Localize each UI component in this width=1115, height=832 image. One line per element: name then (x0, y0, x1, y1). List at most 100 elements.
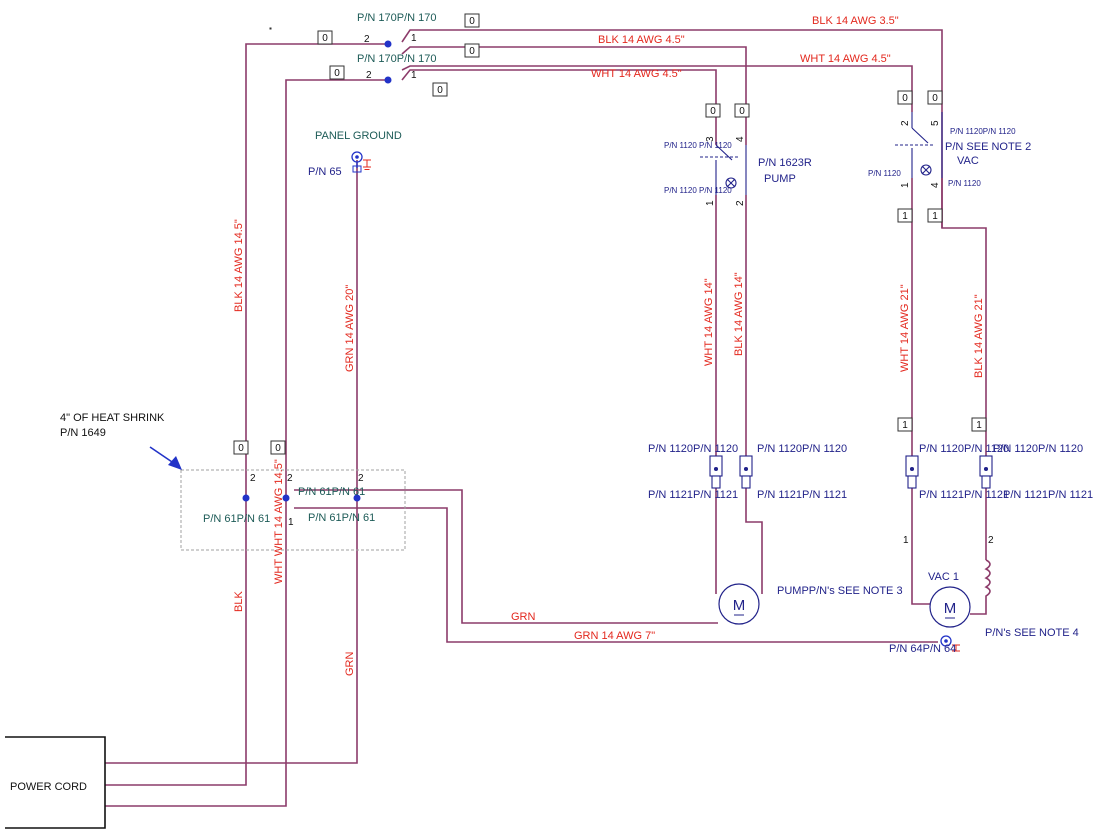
connector-icon (709, 455, 723, 489)
box-label: 1 (976, 420, 982, 431)
power-cord: POWER CORD (5, 736, 106, 829)
wires (105, 29, 987, 807)
wire-label: BLK 14 AWG 21" (973, 294, 985, 378)
box-label: 1 (902, 420, 908, 431)
node (384, 76, 392, 84)
wire-label: GRN 14 AWG 20" (344, 285, 356, 372)
part-label: P/N 1121P/N 1121 (1003, 489, 1093, 501)
wire-label: GRN (511, 611, 536, 623)
terminal-box: 0 (329, 65, 345, 80)
pin-number: 2 (735, 200, 746, 206)
pin-number: 2 (358, 473, 364, 484)
box-label: 0 (275, 443, 281, 454)
part-label: P/N 1120 P/N 1120 (664, 186, 732, 195)
pin-number: 1 (411, 70, 417, 81)
box-label: 1 (932, 211, 938, 222)
pin-number: 1 (411, 33, 417, 44)
part-label: P/N 1120 P/N 1120 (664, 141, 732, 150)
wire-label: BLK 14 AWG 4.5" (598, 34, 685, 46)
part-label: P/N 1649 (60, 427, 106, 439)
pin-number: 3 (705, 136, 716, 142)
terminal-box: 1 (897, 417, 913, 432)
pin-number: 2 (250, 473, 256, 484)
terminal-box: 1 (927, 208, 943, 223)
part-label: P/N 1121P/N 1121 (648, 489, 738, 501)
part-label: VAC 1 (928, 571, 959, 583)
terminal-box: 1 (897, 208, 913, 223)
terminal-box: 0 (432, 82, 448, 97)
node (353, 494, 361, 502)
pin-number: 2 (366, 70, 372, 81)
box-label: 0 (739, 106, 745, 117)
wire-label: WHT 14 AWG 14" (703, 278, 715, 366)
pin-number: 1 (903, 535, 909, 546)
wire-wht-4-5-pump (401, 69, 717, 145)
node (384, 40, 392, 48)
vac-motor-icon: M (929, 586, 971, 628)
box-label: 0 (902, 93, 908, 104)
part-label: P/N 1623R (758, 157, 812, 169)
terminal-box: 0 (233, 440, 249, 455)
box-label: 0 (437, 85, 443, 96)
pin-number: 4 (930, 182, 941, 188)
wire-label: GRN (344, 652, 356, 677)
terminal-boxes: 0 0 0 0 0 0 0 0 0 0 1 1 1 1 0 (233, 13, 987, 455)
wire-label: WHT 14 AWG 4.5" (591, 68, 682, 80)
connector-icon (739, 455, 753, 489)
pin-number: 2 (364, 34, 370, 45)
vac-switch (895, 112, 943, 178)
wire-grn-ground (105, 160, 358, 764)
wire-blk-4-5 (401, 46, 747, 145)
part-label: P/N 1120P/N 1120 (919, 443, 1009, 455)
wire-label: WHT WHT 14 AWG 14.5" (273, 459, 285, 584)
wire-label: WHT 14 AWG 21" (899, 284, 911, 372)
power-cord-label: POWER CORD (10, 781, 87, 793)
part-label: P/N 1121P/N 1121 (919, 489, 1009, 501)
part-label: P/N 1120P/N 1120 (648, 443, 738, 455)
terminal-box: 0 (734, 103, 750, 118)
pin-numbers: 2 1 2 1 3 4 1 2 2 5 1 4 2 2 2 1 1 2 (250, 33, 994, 546)
motor-symbol: M (733, 597, 746, 614)
part-label: PUMP (764, 173, 796, 185)
box-label: 0 (334, 68, 340, 79)
wire-labels: BLK 14 AWG 3.5" BLK 14 AWG 4.5" WHT 14 A… (233, 15, 985, 676)
part-label: P/N 1120 (868, 169, 901, 178)
wire-vac-r (941, 178, 987, 456)
vac-ground-icon (940, 635, 960, 652)
wire-label: BLK 14 AWG 14" (733, 272, 745, 356)
wire-grn-7 (294, 507, 938, 643)
wire-vac-motor-l (911, 488, 930, 605)
part-label: 4" OF HEAT SHRINK (60, 412, 165, 424)
terminal-box: 0 (705, 103, 721, 118)
heat-shrink-arrow-head (168, 456, 182, 470)
wire-pump-motor-r (745, 488, 763, 594)
wire-wht-loop (105, 79, 388, 807)
terminal-box: 0 (317, 30, 333, 45)
terminal-box (269, 27, 272, 30)
pin-number: 4 (735, 136, 746, 142)
terminal-box: 0 (464, 13, 480, 28)
part-label: PANEL GROUND (315, 130, 402, 142)
pin-number: 2 (900, 120, 911, 126)
part-label: P/N 1121P/N 1121 (757, 489, 847, 501)
pump-motor-icon: M (718, 583, 760, 625)
box-label: 0 (238, 443, 244, 454)
part-label: P/N 65 (308, 166, 342, 178)
terminal-box: 0 (897, 90, 913, 105)
connector-icon (979, 455, 993, 489)
part-label: P/N 1120P/N 1120 (993, 443, 1083, 455)
nodes (242, 40, 392, 502)
part-label: P/N 64P/N 64 (889, 643, 956, 655)
part-label: VAC (957, 155, 979, 167)
terminal-box: 0 (270, 440, 286, 455)
pin-number: 5 (930, 120, 941, 126)
wire-label: WHT 14 AWG 4.5" (800, 53, 891, 65)
part-label: P/N SEE NOTE 2 (945, 141, 1031, 153)
pin-number: 1 (900, 182, 911, 188)
wire-grn-pump (294, 489, 718, 624)
part-label: P/N 1120P/N 1120 (757, 443, 847, 455)
part-label: P/N 170P/N 170 (357, 12, 437, 24)
terminal-box: 1 (971, 417, 987, 432)
pin-number: 2 (287, 473, 293, 484)
